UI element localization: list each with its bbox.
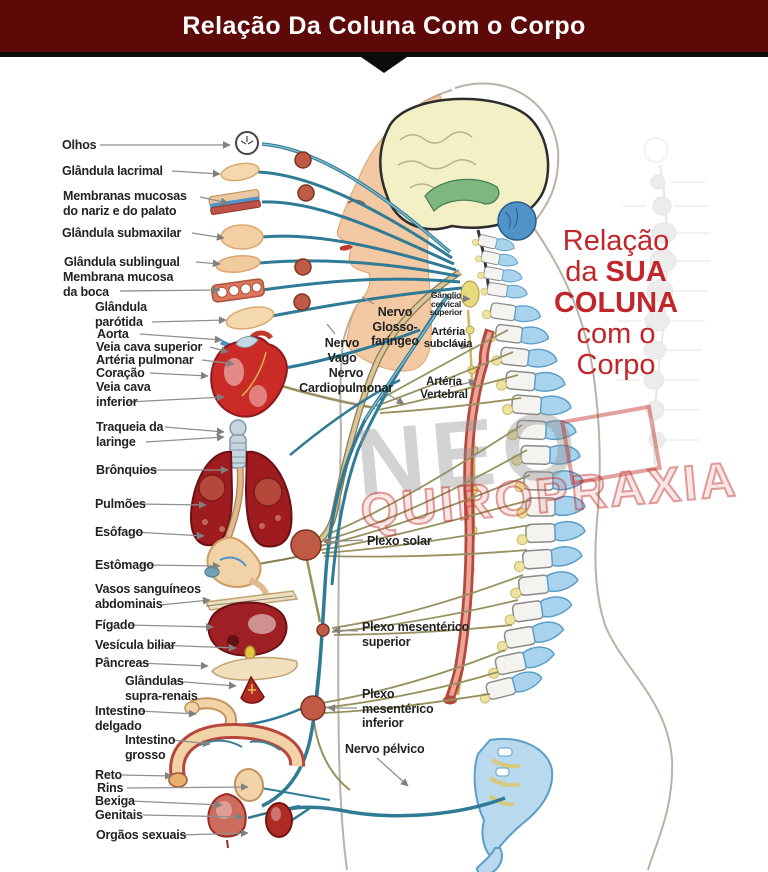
organ-sublingual-gland: [215, 254, 261, 274]
label-membranas-mucosas: Membranas mucosas do nariz e do palato: [63, 189, 187, 218]
label-orgaos-sexuais: Orgãos sexuais: [96, 828, 187, 842]
spine: [473, 299, 587, 872]
label-arteria-vertebral: Artéria Vertebral: [420, 376, 468, 401]
side-tagline-line2: da SUA: [565, 256, 667, 288]
label-vesicula-biliar: Vesícula biliar: [95, 638, 176, 652]
label-plexo-mesenterico-inferior: Plexo mesentérico inferior: [362, 687, 434, 730]
label-intestino-delgado: Intestino delgado: [95, 704, 146, 733]
side-tagline-line4: com o: [576, 318, 656, 350]
label-figado: Fígado: [95, 618, 135, 632]
label-veia-cava-inferior: Veia cava inferior: [96, 380, 151, 409]
label-genitais: Genitais: [95, 808, 143, 822]
label-reto: Reto: [95, 768, 122, 782]
organ-large-intestine: [168, 722, 306, 788]
label-glandula-lacrimal: Glândula lacrimal: [62, 164, 163, 178]
label-arteria-subclavia: Artéria subclávia: [423, 326, 473, 350]
label-plexo-solar: Plexo solar: [367, 534, 432, 548]
label-bronquios: Brônquios: [96, 463, 157, 477]
label-veia-cava-superior: Veia cava superior: [96, 340, 203, 354]
label-glandula-submaxilar: Glândula submaxilar: [62, 226, 182, 240]
organ-bladder: [207, 792, 247, 849]
organ-parotid-gland: [225, 306, 275, 330]
solar-plexus: [290, 529, 322, 561]
corpus-callosum: [424, 178, 500, 212]
faint-spine-watermark: [616, 137, 710, 466]
label-glandula-sublingual: Glândula sublingual: [64, 255, 180, 269]
organ-heart: [210, 330, 288, 418]
ganglia: [290, 151, 330, 721]
label-rins: Rins: [97, 781, 124, 795]
organ-lungs: [190, 450, 293, 548]
organ-lacrimal-gland: [220, 162, 260, 182]
label-coracao: Coração: [96, 366, 145, 380]
label-membrana-mucosa-boca: Membrana mucosa da boca: [63, 270, 174, 299]
label-glandulas-supra-renais: Glândulas supra-renais: [125, 674, 198, 703]
label-ganglio-cervical-superior: Gânglio cervical superior: [429, 290, 463, 317]
organ-pancreas: [210, 656, 298, 681]
organ-trachea: [229, 419, 247, 469]
side-tagline-line5: Corpo: [576, 349, 656, 381]
label-aorta: Aorta: [97, 327, 129, 341]
label-nervo-glossofaringeo: Nervo Glosso- faríngeo: [371, 305, 419, 348]
page-title: Relação Da Coluna Com o Corpo: [182, 11, 586, 40]
label-traqueia-laringe: Traqueia da laringe: [96, 420, 164, 449]
organ-eye: [235, 131, 259, 155]
organ-nasal-membranes: [208, 189, 261, 216]
organ-genitals: [265, 802, 293, 838]
label-nervo-cardiopulmonar: Nervo Cardiopulmonar: [299, 366, 393, 395]
lips: [340, 245, 353, 251]
header-bar: Relação Da Coluna Com o Corpo: [0, 0, 768, 57]
organ-liver: [207, 601, 288, 661]
label-olhos: Olhos: [62, 138, 97, 152]
label-estomago: Estômago: [95, 558, 154, 572]
coccyx: [475, 847, 503, 872]
label-nervo-vago: Nervo Vago: [324, 336, 360, 365]
label-bexiga: Bexiga: [95, 794, 135, 808]
leader-lines: [100, 141, 477, 838]
label-esofago: Esôfago: [95, 525, 143, 539]
label-intestino-grosso: Intestino grosso: [125, 733, 176, 762]
label-vasos-sanguineos: Vasos sanguíneos abdominais: [95, 582, 201, 611]
organ-adrenal-gland: [240, 675, 265, 704]
side-tagline-line1: Relação: [562, 225, 670, 257]
label-pulmoes: Pulmões: [95, 497, 146, 511]
cranial-nerves: [234, 142, 506, 826]
label-nervo-pelvico: Nervo pélvico: [345, 742, 425, 756]
label-plexo-mesenterico-superior: Plexo mesentérico superior: [362, 620, 470, 649]
label-pancreas: Pâncreas: [95, 656, 149, 670]
superior-mesenteric-plexus: [316, 623, 330, 637]
side-tagline: Relação da SUA COLUNA com o Corpo: [540, 226, 692, 381]
side-tagline-line3: COLUNA: [553, 287, 679, 319]
organ-mouth-membrane: [210, 278, 265, 303]
organ-submaxillary-gland: [220, 224, 264, 250]
cervical-spine: [460, 231, 529, 308]
header-pointer-triangle: [361, 57, 407, 73]
brain-illustration: [378, 97, 550, 293]
label-arteria-pulmonar: Artéria pulmonar: [96, 353, 194, 367]
label-glandula-parotida: Glândula parótida: [95, 300, 147, 329]
sacrum: [473, 738, 554, 860]
inferior-mesenteric-plexus: [300, 695, 326, 721]
